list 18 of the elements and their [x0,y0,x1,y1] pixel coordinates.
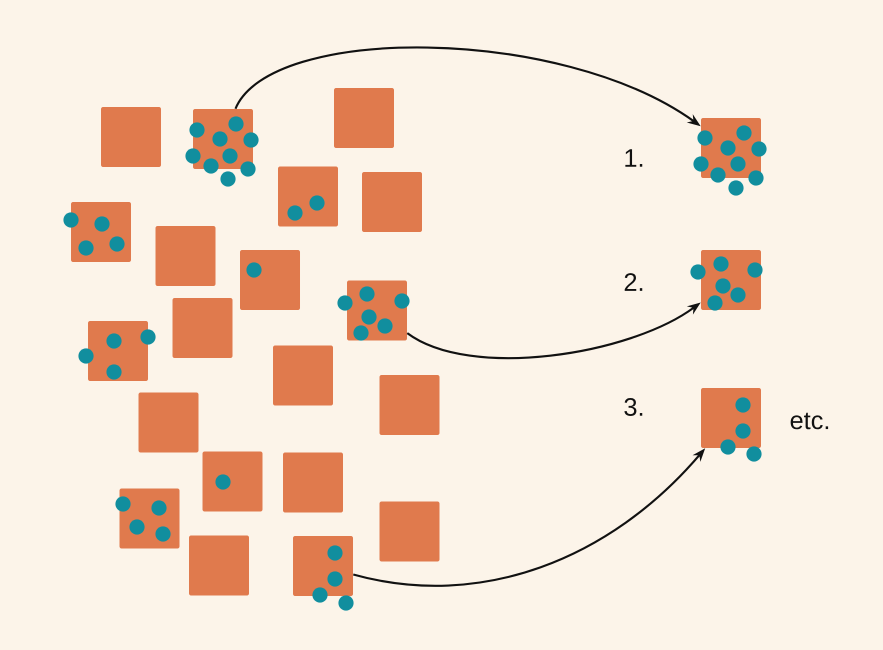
square [362,172,422,232]
square [278,166,338,226]
square [172,298,232,358]
square [380,375,440,435]
square [334,88,394,148]
square [189,536,249,596]
square [156,226,216,286]
square [283,452,343,512]
step-number: 1. [625,149,642,167]
square [273,346,333,406]
step-number: 3. [624,398,642,416]
square [138,392,198,452]
square [380,502,440,562]
square [202,452,262,512]
step-number: 2. [624,273,642,291]
note-text: etc. [790,412,828,430]
square [101,107,161,167]
square [240,250,300,310]
